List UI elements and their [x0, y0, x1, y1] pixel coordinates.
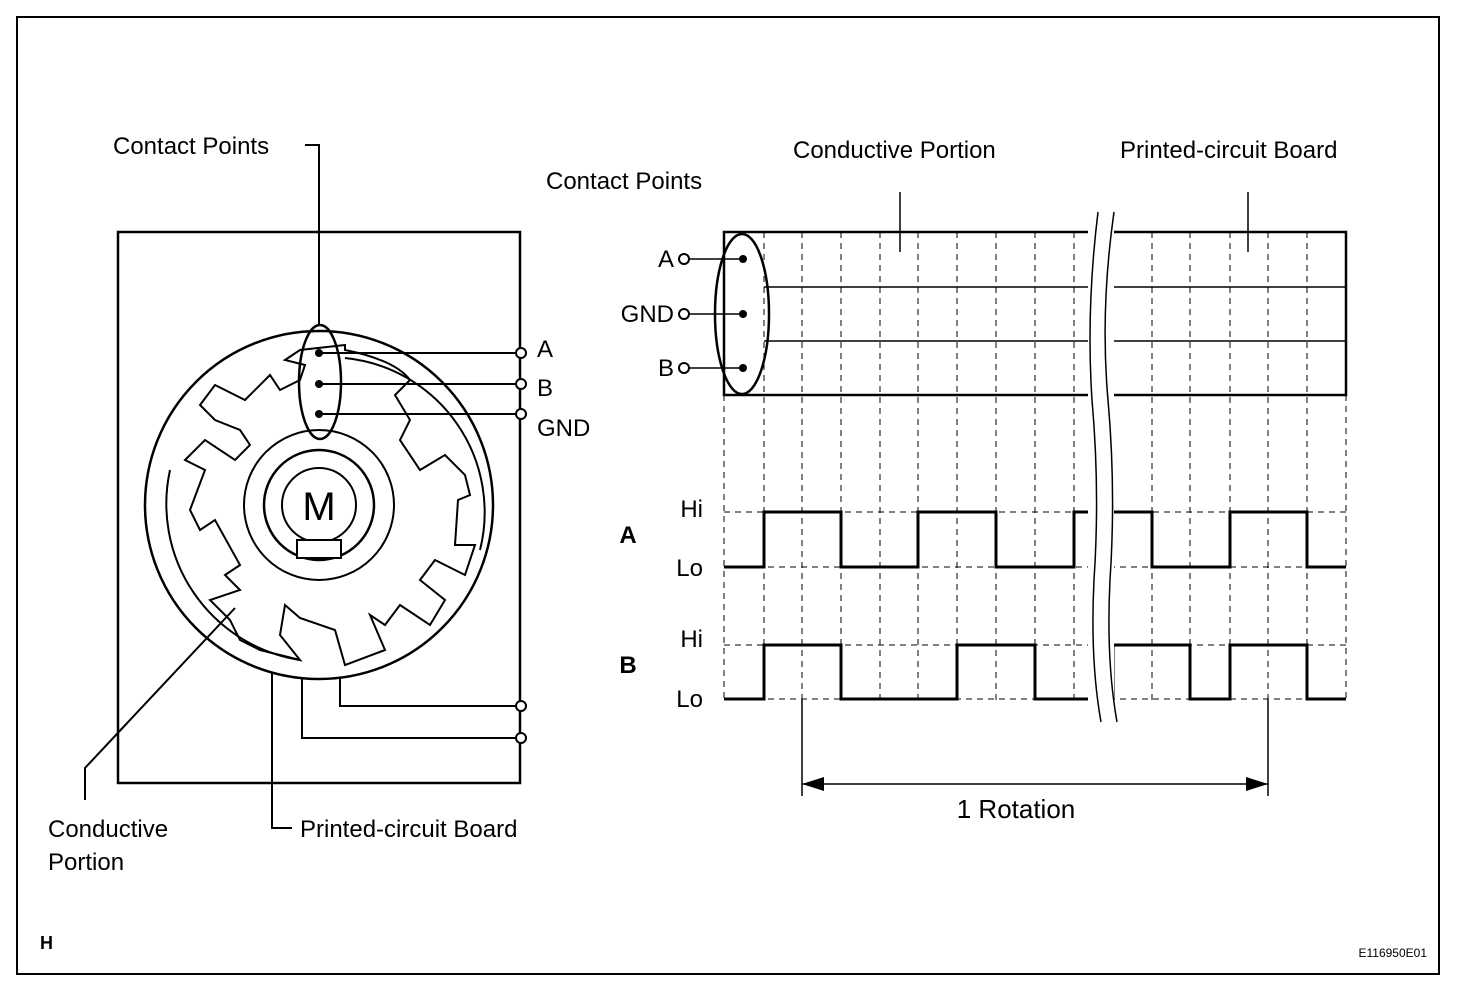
outer-frame — [16, 16, 1440, 975]
motor-label: M — [302, 485, 335, 529]
terminal-b-label: B — [537, 375, 553, 402]
row-gnd-label: GND — [621, 301, 674, 328]
contact-points-leader — [305, 144, 320, 325]
pcb-label-left: Printed-circuit Board — [300, 816, 517, 843]
signal-b-waveform — [724, 643, 1346, 701]
figure-code: E116950E01 — [1358, 946, 1427, 960]
terminal-b-node — [515, 378, 527, 390]
rotation-arrow-left — [802, 777, 824, 791]
conductive-ring-arc — [344, 357, 486, 551]
signal-a-label: A — [619, 522, 636, 549]
motor-terminal-1 — [515, 700, 527, 712]
b-lo-label: Lo — [676, 686, 703, 713]
terminal-a-label: A — [537, 336, 553, 363]
terminal-gnd-node — [515, 408, 527, 420]
conductive-portion-label-1: Conductive — [48, 816, 168, 843]
grid-lines — [723, 232, 1347, 700]
row-b-label: B — [658, 355, 674, 382]
conductive-portion-leader — [84, 607, 236, 800]
signal-b-label: B — [619, 652, 636, 679]
corner-letter: H — [40, 933, 53, 953]
conductive-portion-label-2: Portion — [48, 849, 124, 876]
left-diagram: M A B GND Contact Points Conductive Port… — [48, 133, 590, 876]
encoder-disc — [143, 329, 495, 681]
motor-wire-1 — [339, 678, 516, 707]
node-gnd — [678, 308, 690, 320]
break-line-right — [1104, 211, 1118, 723]
contact-points-label-right: Contact Points — [546, 168, 702, 195]
terminal-gnd-label: GND — [537, 415, 590, 442]
row-a-label: A — [658, 246, 674, 273]
a-lo-label: Lo — [676, 555, 703, 582]
motor-wire-2 — [301, 678, 516, 739]
conductive-portion-label-right: Conductive Portion — [793, 137, 996, 164]
signal-a-waveform — [724, 510, 1346, 569]
motor-shaft — [296, 539, 342, 559]
contact-points-label-left: Contact Points — [113, 133, 269, 160]
pcb-leader-left — [271, 672, 292, 829]
inner-ring — [243, 429, 395, 581]
conductive-ring-arc-2 — [165, 469, 301, 661]
node-a — [678, 253, 690, 265]
rotation-arrow-right — [1246, 777, 1268, 791]
a-hi-label: Hi — [680, 496, 703, 523]
rotation-label: 1 Rotation — [957, 794, 1076, 824]
break-line-left — [1089, 211, 1102, 723]
pcb-label-right: Printed-circuit Board — [1120, 137, 1337, 164]
terminal-a-node — [515, 347, 527, 359]
right-diagram: Contact Points Conductive Portion Printe… — [546, 137, 1348, 824]
node-b — [678, 362, 690, 374]
hub-ring — [262, 448, 376, 562]
b-hi-label: Hi — [680, 626, 703, 653]
motor-terminal-2 — [515, 732, 527, 744]
